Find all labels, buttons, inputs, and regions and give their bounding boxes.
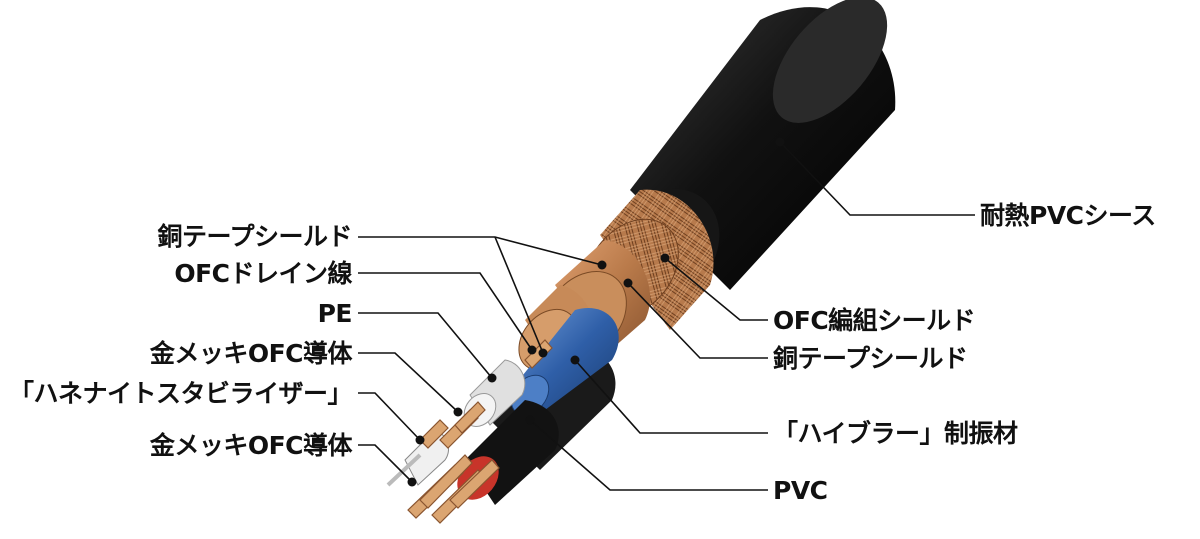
leader-copper-tape-right: [627, 282, 768, 359]
label-copper-tape-shield-right: 銅テープシールド: [773, 344, 968, 373]
conductor-strands: [407, 339, 553, 524]
leader-copper-tape-left-2: [494, 236, 544, 354]
label-gold-ofc-conductor-top: 金メッキOFC導体: [149, 339, 353, 368]
label-heat-resistant-pvc-sheath: 耐熱PVCシース: [980, 201, 1156, 230]
leader-ofc-braid: [664, 257, 768, 321]
label-gold-ofc-conductor-bottom: 金メッキOFC導体: [149, 431, 353, 460]
leader-gold-ofc-top: [358, 352, 459, 413]
leader-pe: [358, 312, 493, 379]
label-hybrar-damping: 「ハイブラー」制振材: [773, 419, 1018, 448]
leader-heat-pvc-sheath: [779, 141, 975, 216]
label-hanenite-stabilizer: 「ハネナイトスタビライザー」: [8, 379, 353, 408]
leader-copper-tape-left: [358, 236, 603, 266]
leader-hybrar: [574, 359, 768, 434]
leader-ofc-drain: [358, 272, 533, 351]
leader-lines: [358, 141, 975, 491]
leader-dots: [407, 137, 785, 487]
label-copper-tape-shield-left: 銅テープシールド: [157, 222, 352, 251]
leader-hanenite: [358, 392, 421, 441]
leader-pvc: [529, 419, 768, 491]
label-ofc-braid-shield: OFC編組シールド: [773, 306, 976, 335]
leader-gold-ofc-bottom: [358, 444, 413, 483]
label-pvc: PVC: [773, 476, 828, 505]
label-pe: PE: [317, 299, 353, 328]
label-ofc-drain-wire: OFCドレイン線: [174, 259, 352, 288]
